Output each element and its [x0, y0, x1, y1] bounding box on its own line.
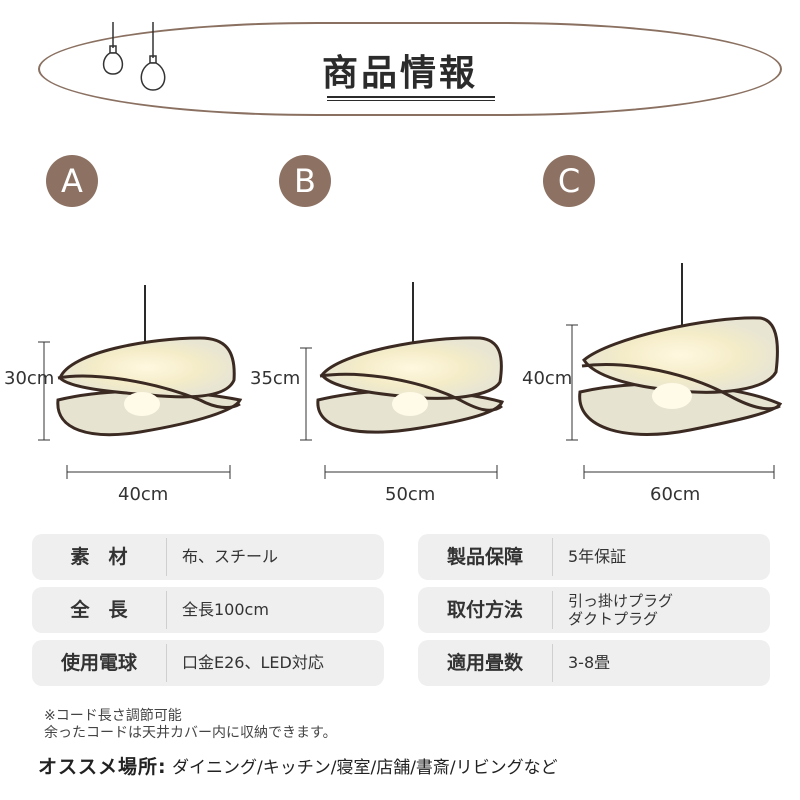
- spec-card-bulb: 使用電球 口金E26、LED対応: [32, 640, 384, 686]
- spec-divider: [552, 538, 553, 576]
- title-underline: [327, 96, 495, 98]
- spec-key: 全 長: [70, 599, 128, 621]
- spec-card-warranty: 製品保障 5年保証: [418, 534, 770, 580]
- width-label-a: 40cm: [118, 484, 169, 505]
- lamp-b: [300, 282, 505, 479]
- spec-divider: [166, 644, 167, 682]
- width-label-c: 60cm: [650, 484, 701, 505]
- spec-card-length: 全 長 全長100cm: [32, 587, 384, 633]
- lamp-illustrations: [38, 263, 783, 479]
- spec-value: 3-8畳: [568, 653, 611, 672]
- spec-card-material: 素 材 布、スチール: [32, 534, 384, 580]
- spec-value: 5年保証: [568, 547, 627, 566]
- spec-key: 素 材: [70, 546, 128, 568]
- spec-value-line1: 引っ掛けプラグ: [568, 592, 674, 610]
- lamp-c: [566, 263, 783, 479]
- height-label-c: 40cm: [522, 368, 573, 389]
- light-bulb-icon: [102, 22, 166, 91]
- recommended-label: オススメ場所:: [38, 756, 167, 778]
- spec-value: 口金E26、LED対応: [182, 653, 324, 672]
- spec-divider: [552, 591, 553, 629]
- note-cord-adjustable: ※コード長さ調節可能: [44, 708, 182, 724]
- spec-key: 適用畳数: [446, 652, 523, 674]
- spec-key: 製品保障: [446, 546, 523, 568]
- spec-card-area: 適用畳数 3-8畳: [418, 640, 770, 686]
- header-banner: [38, 22, 782, 116]
- note-cord-storage: 余ったコードは天井カバー内に収納できます。: [44, 725, 337, 741]
- recommended-values: ダイニング/キッチン/寝室/店舗/書斎/リビングなど: [172, 758, 558, 778]
- spec-divider: [552, 644, 553, 682]
- spec-value: 引っ掛けプラグ ダクトプラグ: [568, 592, 673, 628]
- title-underline: [327, 100, 495, 101]
- recommended-places: オススメ場所: ダイニング/キッチン/寝室/店舗/書斎/リビングなど: [38, 752, 558, 779]
- spec-value-line2: ダクトプラグ: [568, 610, 659, 628]
- spec-value: 全長100cm: [182, 600, 269, 619]
- spec-card-mount: 取付方法 引っ掛けプラグ ダクトプラグ: [418, 587, 770, 633]
- lamp-a: [38, 285, 243, 479]
- height-label-a: 30cm: [4, 368, 55, 389]
- spec-divider: [166, 538, 167, 576]
- spec-key: 使用電球: [60, 652, 137, 674]
- page-title: 商品情報: [321, 53, 478, 94]
- spec-value: 布、スチール: [182, 547, 279, 566]
- width-label-b: 50cm: [385, 484, 436, 505]
- variant-badge-a: A: [46, 155, 98, 207]
- variant-badge-b: B: [279, 155, 331, 207]
- height-label-b: 35cm: [250, 368, 301, 389]
- spec-key: 取付方法: [446, 599, 523, 621]
- spec-divider: [166, 591, 167, 629]
- variant-badge-c: C: [543, 155, 595, 207]
